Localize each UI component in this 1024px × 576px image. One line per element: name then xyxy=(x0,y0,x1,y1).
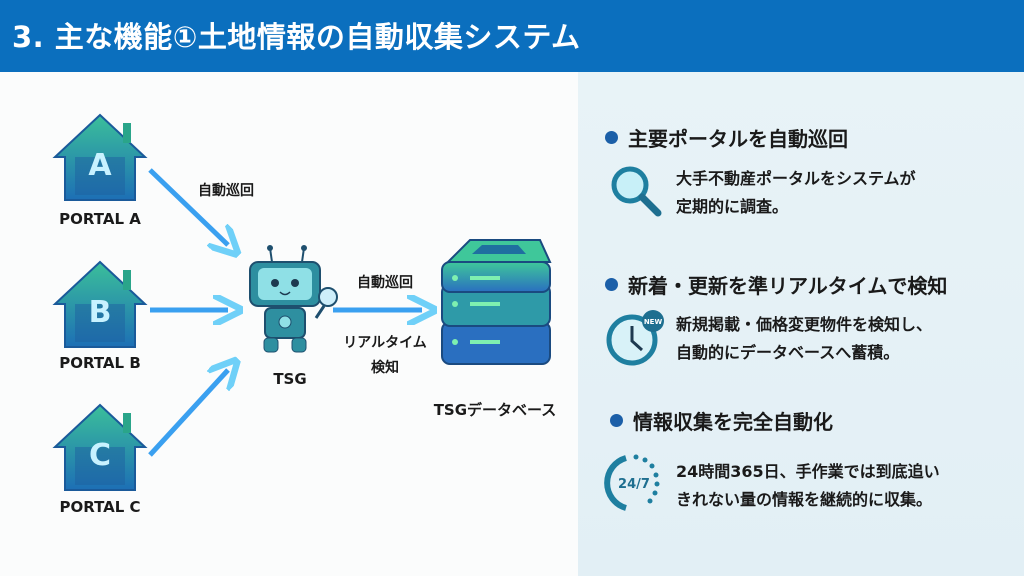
portal-a-label: PORTAL A xyxy=(59,210,141,228)
description-line: 大手不動産ポータルをシステムが xyxy=(676,169,916,188)
robot-icon xyxy=(249,245,338,353)
arrow-label-patrol: 自動巡回 xyxy=(198,183,254,199)
bullet-icon xyxy=(610,414,623,427)
description-line: 自動的にデータベースへ蓄積。 xyxy=(676,343,900,362)
feature-heading-3: 情報収集を完全自動化 xyxy=(610,406,833,435)
robot-label: TSG xyxy=(273,370,307,388)
feature-heading-2: 新着・更新を準リアルタイムで検知 xyxy=(605,270,947,299)
feature-description-3: 24時間365日、手作業では到底追いきれない量の情報を継続的に収集。 xyxy=(676,458,940,514)
feature-description-2: 新規掲載・価格変更物件を検知し、自動的にデータベースへ蓄積。 xyxy=(676,311,932,367)
portal-a-letter: A xyxy=(88,148,112,183)
feature-heading-text: 主要ポータルを自動巡回 xyxy=(628,127,848,151)
house-icon-c xyxy=(52,403,148,491)
portal-c-letter: C xyxy=(88,438,112,473)
arrow-portal-c xyxy=(148,370,228,457)
description-line: きれない量の情報を継続的に収集。 xyxy=(676,490,933,509)
description-line: 定期的に調査。 xyxy=(676,197,789,216)
bullet-icon xyxy=(605,278,618,291)
feature-description-1: 大手不動産ポータルをシステムが定期的に調査。 xyxy=(676,165,916,221)
portal-b-letter: B xyxy=(88,295,112,330)
magnifier-icon xyxy=(611,166,662,217)
portal-c-label: PORTAL C xyxy=(59,498,141,516)
description-line: 24時間365日、手作業では到底追い xyxy=(676,462,940,481)
arrow-portal-a xyxy=(148,168,228,245)
clock-new-icon: NEW xyxy=(606,310,664,366)
arrow-label-realtime: リアルタイム xyxy=(343,335,427,351)
arrow-label-detect: 検知 xyxy=(371,360,399,376)
bullet-icon xyxy=(605,131,618,144)
house-icon-a xyxy=(52,113,148,201)
house-icon-b xyxy=(52,260,148,348)
new-badge: NEW xyxy=(644,318,663,326)
feature-heading-text: 情報収集を完全自動化 xyxy=(633,410,833,434)
feature-heading-text: 新着・更新を準リアルタイムで検知 xyxy=(628,274,948,298)
page-title: 3. 主な機能①土地情報の自動収集システム xyxy=(12,20,581,54)
arrow-label-patrol-2: 自動巡回 xyxy=(357,275,413,291)
database-label: TSGデータベース xyxy=(433,401,557,419)
database-server-icon xyxy=(441,239,552,365)
flow-diagram xyxy=(52,113,552,491)
24-7-badge: 24/7 xyxy=(618,477,650,492)
phone-24-7-icon: 24/7 xyxy=(604,454,660,511)
portal-b-label: PORTAL B xyxy=(59,354,141,372)
description-line: 新規掲載・価格変更物件を検知し、 xyxy=(676,315,933,334)
feature-heading-1: 主要ポータルを自動巡回 xyxy=(605,123,848,152)
header-bar: 3. 主な機能①土地情報の自動収集システム xyxy=(0,0,1024,72)
